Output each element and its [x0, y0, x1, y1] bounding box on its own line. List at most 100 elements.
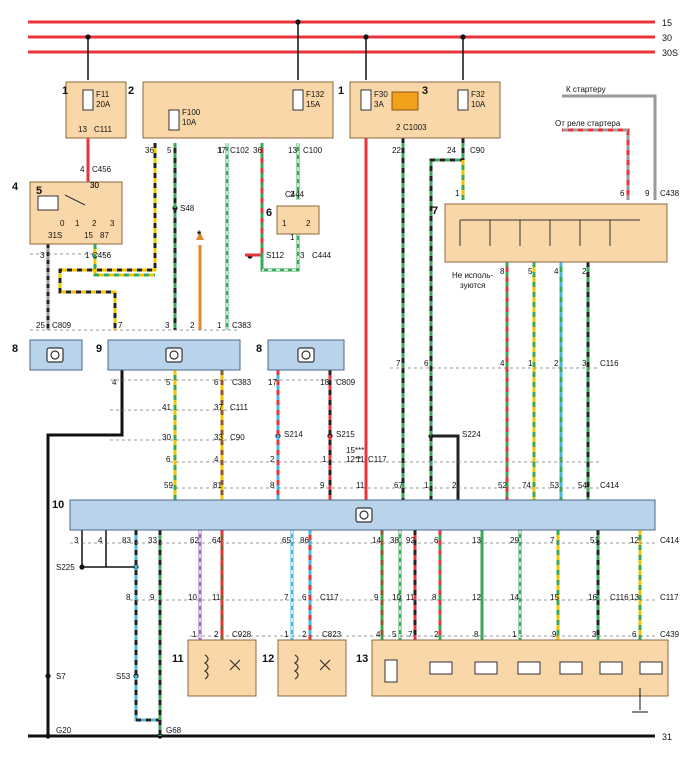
pin-label: 65: [282, 536, 291, 545]
splice-label: S112: [266, 251, 285, 260]
wires: [30, 22, 657, 736]
pin-label: 29: [510, 536, 519, 545]
pin-label: 22: [392, 146, 401, 155]
fuse-4-rating: 10A: [471, 100, 486, 109]
pin-label: 37: [214, 403, 223, 412]
pin-label: 7: [396, 359, 401, 368]
relay-coil-icon: [37, 194, 86, 211]
pin-label: 33: [148, 536, 157, 545]
pin-label: 51: [590, 536, 599, 545]
pin-label: 2: [214, 630, 219, 639]
pin-label: 13: [472, 536, 481, 545]
pin-label: 1: [217, 321, 222, 330]
relay-pin-label: 30: [90, 181, 99, 190]
pin-label: 3: [74, 536, 79, 545]
fuse-box-1b: [349, 81, 501, 139]
connector-label: C438: [660, 189, 680, 198]
pin-label: 1: [455, 189, 460, 198]
pin-label: 9: [374, 593, 379, 602]
pin-label: 30: [162, 433, 171, 442]
pin-label: 4: [98, 536, 103, 545]
pin-label: 1: [192, 630, 197, 639]
connector-label: C111: [94, 125, 112, 134]
pin-label: 62: [190, 536, 199, 545]
pin-label: 10: [188, 593, 197, 602]
chip-icon: [46, 347, 373, 523]
pin-label: 1: [284, 630, 289, 639]
pin-label: 7: [284, 593, 289, 602]
pin-label: 3: [165, 321, 170, 330]
connector-label: C90: [470, 146, 485, 155]
component-boxes: [29, 81, 669, 713]
pin-label: 12: [472, 593, 481, 602]
pin-label: 8: [126, 593, 131, 602]
connector-label: C809: [336, 378, 356, 387]
to-starter-label: К стартеру: [566, 85, 606, 94]
pin-label: 64: [212, 536, 221, 545]
fuse-1-rating: 10A: [182, 118, 197, 127]
pin-label: 15***: [346, 446, 364, 455]
fuse-2-id: F132: [306, 90, 325, 99]
pin-label: 5: [166, 378, 171, 387]
fuse-0-rating: 20A: [96, 100, 111, 109]
pin-label: 1: [322, 455, 327, 464]
pin-label: 1: [424, 481, 429, 490]
connector-label: C414: [600, 481, 620, 490]
connector-label: C116: [600, 359, 619, 368]
pin-label: 7: [550, 536, 555, 545]
pin-label: 17: [217, 146, 226, 155]
connector-label: C102: [230, 146, 250, 155]
pin-label: 4: [80, 165, 85, 174]
rail-30s-label: 30S: [662, 48, 678, 58]
fuse-2-rating: 15A: [306, 100, 321, 109]
pin-label: 2: [434, 630, 439, 639]
not-used-label: Не исполь-: [452, 271, 493, 280]
pin-label: 13: [630, 593, 639, 602]
fuse-4-id: F32: [471, 90, 485, 99]
connector-label: C456: [92, 165, 112, 174]
pin-label: 18: [320, 378, 329, 387]
fuse-3-rating: 3A: [374, 100, 384, 109]
pin-label: 11: [212, 593, 221, 602]
pin-label: 2: [190, 321, 195, 330]
block-number-6: 6: [266, 207, 272, 219]
block-number-11: 11: [172, 653, 184, 665]
sensor-box-12: [277, 639, 347, 697]
pin-label: 16: [588, 593, 597, 602]
fuse-box-1: [65, 81, 127, 139]
block-number-2: 2: [128, 85, 134, 97]
pin-label: 14: [372, 536, 381, 545]
block-number-3: 3: [422, 85, 428, 97]
pin-label: 25: [36, 321, 45, 330]
pin-label: 6: [620, 189, 625, 198]
connector-label: C111: [230, 403, 248, 412]
pin-label: 86: [300, 536, 309, 545]
block-number-7: 7: [432, 205, 438, 217]
pin-label: 9: [320, 481, 325, 490]
splice-label: S48: [180, 204, 195, 213]
block-number-9: 9: [96, 343, 102, 355]
switch-contacts-icon: [459, 219, 640, 246]
sensor-box-11: [187, 639, 257, 697]
switch-box-6: [276, 205, 320, 235]
pin-label: 3: [582, 359, 587, 368]
pin-label: 8: [474, 630, 479, 639]
pin-label: 3: [40, 251, 45, 260]
pin-label: 1: [282, 219, 287, 228]
pin-label: 8: [270, 481, 275, 490]
pin-label: 54: [578, 481, 587, 490]
rail-31-label: 31: [662, 732, 672, 742]
connector-label: C444: [285, 190, 305, 199]
pin-label: 4: [554, 267, 559, 276]
pin-label: 24: [447, 146, 456, 155]
pin-label: 4: [112, 378, 117, 387]
ground-symbol-icon: [632, 688, 648, 713]
pin-label: 8: [432, 593, 437, 602]
pin-label: 2: [302, 630, 307, 639]
pin-label: 11: [356, 455, 365, 464]
relay-box-4: [29, 181, 123, 245]
connector-label: C456: [92, 251, 112, 260]
connector-label: C809: [52, 321, 72, 330]
pin-label: 17: [268, 378, 277, 387]
connector-label: C439: [660, 630, 680, 639]
